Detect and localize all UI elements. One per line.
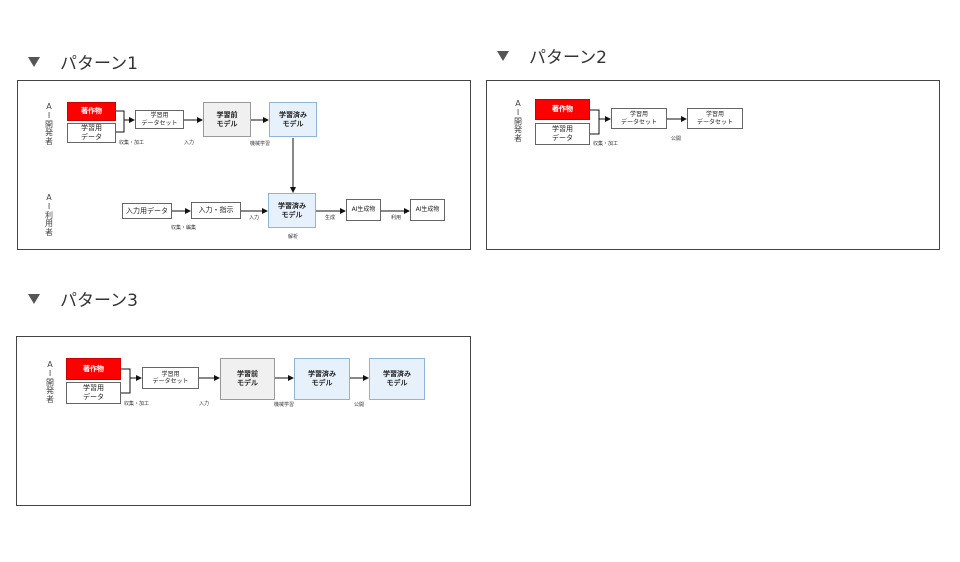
pattern2-title-text: パターン2 [529,48,607,68]
pattern2-connector-lines [590,109,687,135]
section-title-pattern1: パターン1 [28,49,138,74]
collapse-triangle-icon[interactable] [28,56,40,67]
pre-model-box: 学習前 モデル [220,358,275,400]
label-machine-learning: 機械学習 [274,402,295,408]
pattern3-diagram-panel: A I 開 発 者 著作物 学習用 データ 学習用 データセット 学習前 モデル… [16,336,471,506]
ai-developer-side-label: A I 開 発 者 [46,360,54,405]
ai-user-side-label: A I 利 用 者 [45,193,53,238]
collapse-triangle-icon[interactable] [28,293,40,304]
pattern1-title-text: パターン1 [60,54,138,74]
ai-developer-side-label: A I 開 発 者 [514,99,522,144]
label-collect-process: 収集・加工 [593,141,619,147]
learning-data-box: 学習用 データ [535,123,590,145]
label-publish: 公開 [671,136,682,142]
pattern3-connector-lines [121,368,369,394]
label-collect-process: 収集・加工 [124,401,150,407]
label-publish: 公開 [354,402,365,408]
trained-model-box-user: 学習済み モデル [268,193,316,228]
label-collect-process: 収集・加工 [119,140,145,146]
pattern2-diagram-panel: A I 開 発 者 著作物 学習用 データ 学習用 データセット 学習用 データ… [486,80,940,250]
ai-output-box: AI生成物 [346,199,381,221]
input-instruction-box: 入力・指示 [191,202,241,219]
trained-model-box-published: 学習済み モデル [369,358,425,400]
learning-data-box: 学習用 データ [66,382,121,404]
work-box: 著作物 [67,102,116,121]
section-title-pattern2: パターン2 [497,43,607,68]
label-use: 利用 [391,215,402,221]
ai-developer-side-label: A I 開 発 者 [45,102,53,147]
pre-model-box: 学習前 モデル [203,102,251,137]
pattern3-title-text: パターン3 [60,291,138,311]
connector-bracket [590,109,610,135]
trained-model-box: 学習済み モデル [294,358,350,400]
label-machine-learning: 機械学習 [250,141,271,147]
work-box: 著作物 [66,358,121,380]
label-input: 入力 [199,401,210,407]
trained-model-box: 学習済み モデル [269,102,317,137]
section-title-pattern3: パターン3 [28,286,138,311]
connector-bracket [121,368,141,394]
pattern1-connector-lines [116,110,410,214]
label-input-user: 入力 [249,215,260,221]
label-collect-edit: 収集・編集 [171,225,197,231]
ai-output-box-final: AI生成物 [410,199,445,221]
label-analyze: 解析 [288,234,299,240]
connector-bracket [116,110,134,133]
learning-data-box: 学習用 データ [67,123,116,143]
input-data-box: 入力用データ [122,203,172,219]
dataset-box: 学習用 データセット [611,108,667,129]
dataset-box-published: 学習用 データセット [687,108,743,129]
label-generate: 生成 [325,215,336,221]
pattern1-diagram-panel: A I 開 発 者 A I 利 用 者 著作物 学習用 データ 学習用 データセ… [17,80,471,250]
label-input: 入力 [184,140,195,146]
work-box: 著作物 [535,99,590,120]
collapse-triangle-icon[interactable] [497,50,509,61]
dataset-box: 学習用 データセット [135,110,184,129]
